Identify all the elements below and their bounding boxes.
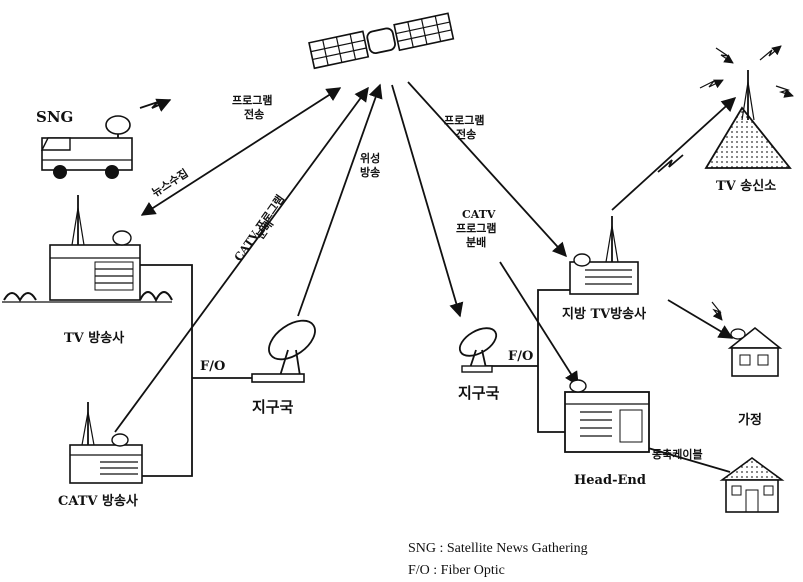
fiber-optic-right-label: F/O [508, 349, 533, 364]
coax-cable-label: 동축케이블 [652, 447, 703, 461]
catv-station-label: CATV 방송사 [58, 493, 138, 509]
signal-bolt-icon [760, 46, 781, 60]
signal-bolt-icon [712, 302, 722, 320]
program-transmission-left-label-2: 전송 [244, 107, 264, 121]
signal-bolt-icon [140, 100, 170, 108]
arrow-program-transmission-left [142, 88, 340, 215]
catv-right-label-1: CATV [462, 208, 496, 221]
catv-right-label-3: 분배 [466, 235, 486, 249]
legend-fo: F/O : Fiber Optic [408, 563, 505, 578]
fiber-optic-left-label: F/O [200, 359, 225, 374]
satellite-broadcast-label-2: 방송 [360, 165, 380, 179]
tv-transmitter-label: TV 송신소 [716, 179, 776, 194]
tv-station-label: TV 방송사 [64, 330, 124, 346]
tv-transmitter-tower-icon [706, 70, 790, 168]
earth-station-mid-label: 지구국 [458, 384, 500, 402]
earth-station-dish-icon [455, 322, 501, 372]
program-transmission-right-label-1: 프로그램 [444, 113, 484, 127]
fiber-optic-left [140, 265, 192, 476]
earth-station-left-label: 지구국 [252, 398, 294, 416]
earth-station-dish-icon [252, 313, 322, 382]
home-house-icon [730, 328, 780, 376]
satellite-icon [309, 13, 453, 68]
news-gathering-label: 뉴스수집 [149, 166, 191, 200]
link-lines [115, 46, 793, 476]
home-label: 가정 [738, 412, 762, 428]
arrow-local-to-home [668, 300, 732, 338]
local-tv-station-label: 지방 TV방송사 [562, 306, 646, 322]
program-transmission-right-label-2: 전송 [456, 127, 476, 141]
signal-bolt-icon [700, 80, 723, 88]
arrow-satellite-uplink [298, 85, 380, 316]
signal-bolt-icon [776, 86, 793, 96]
catv-right-label-2: 프로그램 [456, 221, 496, 235]
cable-subscriber-house-icon [722, 458, 782, 512]
local-tv-station-building-icon [570, 216, 638, 294]
head-end-label: Head-End [574, 473, 646, 488]
program-transmission-left-label-1: 프로그램 [232, 93, 272, 107]
sng-label: SNG [36, 108, 73, 126]
catv-station-building-icon [70, 402, 142, 483]
signal-bolt-icon [716, 48, 733, 63]
satellite-broadcast-label-1: 위성 [360, 151, 380, 165]
legend-sng: SNG : Satellite News Gathering [408, 541, 588, 556]
head-end-building-icon [565, 380, 649, 452]
